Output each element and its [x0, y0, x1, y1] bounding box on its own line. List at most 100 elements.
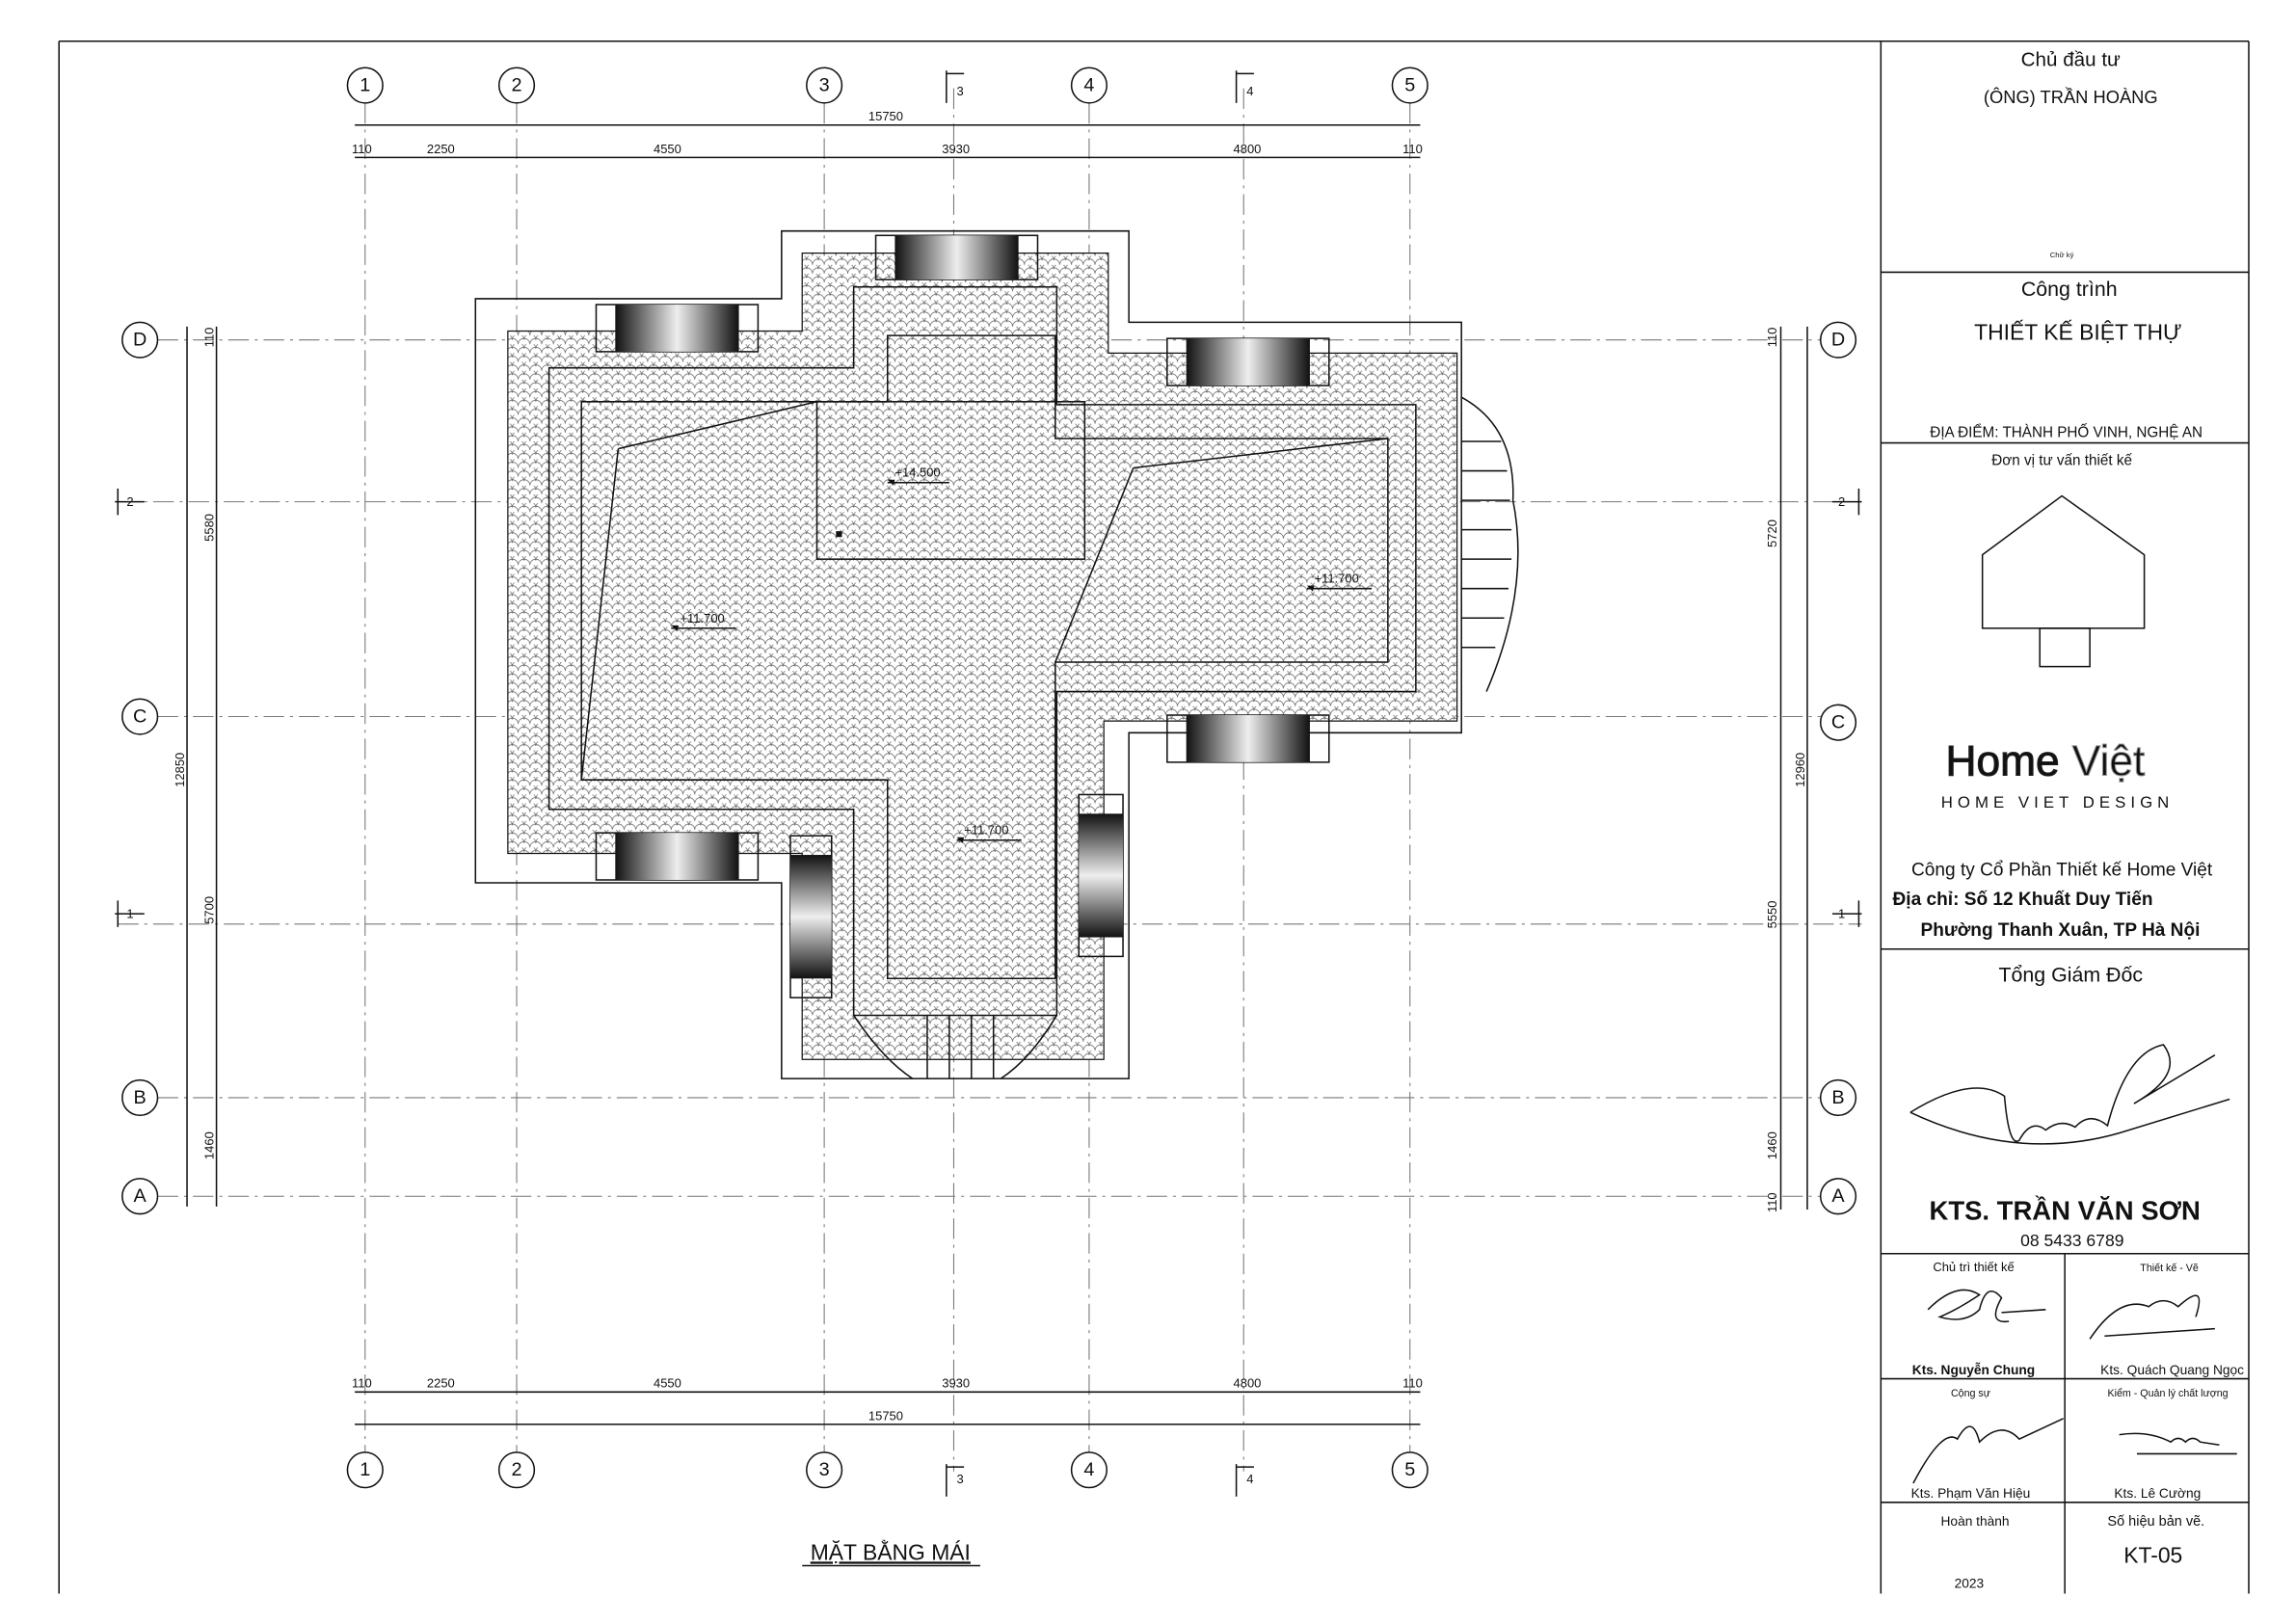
dimensions-left: 12850 110 5580 5700 1460: [173, 326, 218, 1207]
director-label: Tổng Giám Đốc: [1998, 963, 2143, 986]
svg-text:2250: 2250: [427, 1376, 455, 1391]
level-mark-left: +11.700: [671, 611, 736, 631]
investor-name: (ÔNG) TRẦN HOÀNG: [1984, 87, 2158, 107]
svg-text:5550: 5550: [1765, 901, 1779, 929]
investor-label: Chủ đầu tư: [2021, 49, 2121, 71]
svg-text:110: 110: [1765, 1192, 1779, 1212]
signature-label: Chữ ký: [2050, 251, 2074, 259]
role-name-4: Kts. Lê Cường: [2114, 1486, 2201, 1501]
home-viet-logo: Home Việt HOME VIET DESIGN: [1941, 494, 2175, 812]
director-phone: 08 5433 6789: [2020, 1231, 2123, 1250]
svg-text:B: B: [1831, 1087, 1844, 1108]
svg-text:5720: 5720: [1765, 519, 1779, 547]
svg-text:+11.700: +11.700: [964, 823, 1008, 838]
svg-text:5: 5: [1404, 1459, 1415, 1480]
svg-text:4: 4: [1246, 84, 1253, 98]
role-label-1: Chủ trì thiết kế: [1933, 1260, 2015, 1274]
svg-text:3: 3: [819, 75, 830, 96]
svg-text:Việt: Việt: [2072, 738, 2145, 785]
level-mark-top: +14.500: [887, 466, 949, 486]
svg-text:2: 2: [512, 1459, 522, 1480]
svg-text:2250: 2250: [427, 142, 455, 156]
svg-text:C: C: [133, 706, 147, 728]
roof-outer-edge: [474, 229, 1462, 1079]
svg-text:2: 2: [1838, 494, 1845, 509]
svg-text:1: 1: [126, 907, 133, 921]
svg-text:C: C: [1831, 712, 1845, 733]
svg-text:1: 1: [1838, 907, 1845, 921]
svg-text:3: 3: [957, 1472, 964, 1486]
svg-text:4800: 4800: [1234, 142, 1262, 156]
entrance-steps-right: [1460, 396, 1519, 692]
grid-bubble-3-top: 3: [806, 67, 843, 104]
svg-text:110: 110: [352, 142, 372, 156]
grid-bubble-D-right: D: [1819, 321, 1857, 359]
grid-bubble-C-right: C: [1819, 704, 1857, 741]
dimensions-right: 12960 110 5720 5550 1460 110: [1765, 326, 1808, 1212]
grid-bubble-1-top: 1: [346, 67, 384, 104]
svg-text:4550: 4550: [654, 1376, 681, 1391]
project-location: ĐỊA ĐIỂM: THÀNH PHỐ VINH, NGHỆ AN: [1930, 423, 2203, 440]
sheet-frame: [58, 40, 2250, 1594]
grid-bubble-4-top: 4: [1070, 67, 1108, 104]
svg-text:A: A: [134, 1185, 147, 1207]
completed-label: Hoàn thành: [1941, 1514, 2010, 1529]
grid-bubbles: 1 2 3 4 5 1 2 3 4 5 D C B A D C B A: [121, 67, 1857, 1489]
grid-bubble-2-bottom: 2: [497, 1451, 536, 1489]
drawing-title: MẶT BẰNG MÁI: [811, 1539, 971, 1564]
director-signature: [1909, 1044, 2230, 1145]
svg-text:12850: 12850: [173, 753, 187, 787]
dimensions-top: 15750 110 2250 4550 3930 4800 110: [352, 109, 1423, 159]
svg-text:1: 1: [360, 1459, 370, 1480]
svg-text:110: 110: [1402, 1376, 1423, 1391]
svg-text:2: 2: [126, 494, 133, 509]
grid-bubble-1-bottom: 1: [346, 1451, 384, 1489]
title-block: Chủ đầu tư (ÔNG) TRẦN HOÀNG Chữ ký Công …: [1881, 49, 2250, 1594]
company-name: Công ty Cổ Phần Thiết kế Home Việt: [1911, 860, 2213, 880]
level-mark-right: +11.700: [1306, 572, 1373, 592]
svg-text:4800: 4800: [1234, 1376, 1262, 1391]
project-label: Công trình: [2021, 278, 2118, 301]
svg-text:1460: 1460: [1765, 1131, 1779, 1159]
svg-text:1460: 1460: [202, 1131, 217, 1159]
svg-text:B: B: [134, 1087, 147, 1108]
svg-text:110: 110: [1765, 328, 1779, 348]
director-name: KTS. TRẦN VĂN SƠN: [1929, 1196, 2200, 1226]
section-marks: 3 4 3 4 2 1 2 1: [115, 70, 1862, 1497]
roof-flat-area: [547, 285, 1417, 1017]
grid-bubble-4-bottom: 4: [1070, 1451, 1108, 1489]
svg-text:+11.700: +11.700: [680, 611, 724, 625]
completed-year: 2023: [1955, 1576, 1985, 1590]
svg-text:Home: Home: [1945, 738, 2059, 785]
dimensions-bottom: 15750 110 2250 4550 3930 4800 110: [352, 1376, 1423, 1425]
svg-text:D: D: [1831, 330, 1845, 351]
svg-text:D: D: [133, 330, 147, 351]
svg-text:5700: 5700: [202, 896, 217, 924]
svg-text:12960: 12960: [1793, 753, 1807, 787]
role-name-3: Kts. Phạm Văn Hiệu: [1911, 1486, 2031, 1501]
svg-text:+14.500: +14.500: [894, 466, 940, 480]
svg-text:4550: 4550: [654, 142, 681, 156]
parapet-line: [580, 334, 1389, 980]
grid-bubble-5-bottom: 5: [1391, 1451, 1428, 1489]
grid-bubble-3-bottom: 3: [806, 1451, 843, 1489]
svg-text:HOME VIET DESIGN: HOME VIET DESIGN: [1941, 793, 2175, 812]
roof-tiled-band: [507, 252, 1458, 1060]
grid-bubble-B-right: B: [1819, 1078, 1857, 1117]
grid-bubble-C-left: C: [121, 698, 159, 735]
project-name: THIẾT KẾ BIỆT THỰ: [1974, 320, 2181, 345]
grid-bubble-D-left: D: [121, 321, 159, 359]
svg-text:110: 110: [352, 1376, 372, 1391]
sheet-number: KT-05: [2123, 1542, 2182, 1567]
entrance-steps-bottom: [853, 1015, 1057, 1079]
grid-bubble-2-top: 2: [497, 67, 536, 104]
role-label-3: Cộng sự: [1951, 1388, 1990, 1399]
svg-text:A: A: [1831, 1185, 1845, 1207]
role-name-1: Kts. Nguyễn Chung: [1912, 1362, 2035, 1377]
svg-text:3930: 3930: [942, 1376, 970, 1391]
consultant-label: Đơn vị tư vấn thiết kế: [1991, 452, 2132, 468]
level-mark-bottom: +11.700: [956, 823, 1022, 843]
roof-plan: +14.500 +11.700 +11.700 +11.700: [474, 229, 1519, 1079]
svg-text:110: 110: [202, 328, 217, 348]
sheet-number-label: Số hiệu bản vẽ.: [2107, 1514, 2204, 1530]
